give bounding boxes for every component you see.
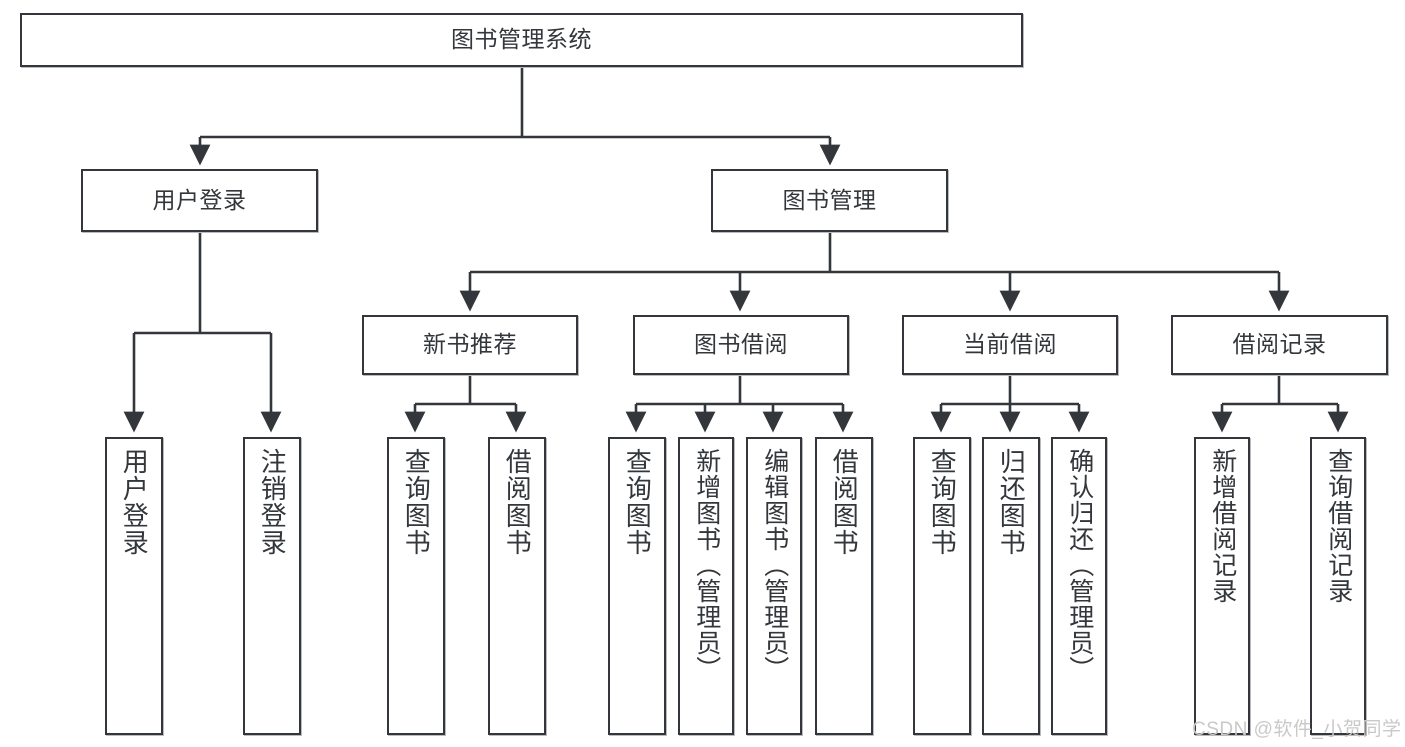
node-leaf-query-book-3-label: 查询图书 bbox=[927, 448, 958, 556]
node-leaf-confirm-return[interactable]: 确认归还（管理员） bbox=[1051, 437, 1107, 735]
node-user-login[interactable]: 用户登录 bbox=[81, 169, 318, 232]
node-leaf-borrow-book-2-label: 借阅图书 bbox=[829, 448, 860, 556]
node-new-book-rec-label: 新书推荐 bbox=[423, 331, 517, 358]
node-book-borrow-label: 图书借阅 bbox=[694, 331, 788, 358]
node-leaf-user-login-label: 用户登录 bbox=[119, 448, 150, 556]
node-current-borrow[interactable]: 当前借阅 bbox=[902, 315, 1118, 375]
node-root[interactable]: 图书管理系统 bbox=[20, 13, 1023, 67]
watermark-text: CSDN @软件_小贺同学 bbox=[1192, 719, 1402, 740]
node-leaf-query-book-2[interactable]: 查询图书 bbox=[608, 437, 666, 735]
node-leaf-borrow-book-1-label: 借阅图书 bbox=[502, 448, 533, 556]
node-leaf-edit-book[interactable]: 编辑图书（管理员） bbox=[746, 437, 802, 735]
node-leaf-logout[interactable]: 注销登录 bbox=[243, 437, 301, 735]
node-borrow-record[interactable]: 借阅记录 bbox=[1171, 315, 1388, 375]
node-user-login-label: 用户登录 bbox=[152, 186, 247, 213]
node-leaf-add-book-label: 新增图书（管理员） bbox=[692, 448, 721, 682]
node-borrow-record-label: 借阅记录 bbox=[1232, 331, 1327, 358]
node-leaf-query-book-1-label: 查询图书 bbox=[401, 448, 432, 556]
node-leaf-add-record-label: 新增借阅记录 bbox=[1208, 448, 1237, 604]
node-leaf-query-record-label: 查询借阅记录 bbox=[1324, 448, 1353, 604]
node-book-manage-label: 图书管理 bbox=[782, 186, 877, 213]
node-book-manage[interactable]: 图书管理 bbox=[711, 169, 948, 232]
node-leaf-add-book[interactable]: 新增图书（管理员） bbox=[678, 437, 734, 735]
node-book-borrow[interactable]: 图书借阅 bbox=[633, 315, 849, 375]
node-leaf-logout-label: 注销登录 bbox=[257, 448, 288, 556]
node-new-book-rec[interactable]: 新书推荐 bbox=[362, 315, 578, 375]
node-root-label: 图书管理系统 bbox=[451, 26, 592, 53]
node-leaf-borrow-book-2[interactable]: 借阅图书 bbox=[815, 437, 873, 735]
node-leaf-return-book-label: 归还图书 bbox=[996, 448, 1027, 556]
node-leaf-query-record[interactable]: 查询借阅记录 bbox=[1310, 437, 1366, 735]
node-leaf-return-book[interactable]: 归还图书 bbox=[982, 437, 1040, 735]
node-leaf-query-book-2-label: 查询图书 bbox=[622, 448, 653, 556]
node-leaf-edit-book-label: 编辑图书（管理员） bbox=[760, 448, 789, 682]
node-leaf-confirm-return-label: 确认归还（管理员） bbox=[1065, 448, 1094, 682]
node-leaf-borrow-book-1[interactable]: 借阅图书 bbox=[488, 437, 546, 735]
node-current-borrow-label: 当前借阅 bbox=[963, 331, 1057, 358]
node-leaf-add-record[interactable]: 新增借阅记录 bbox=[1194, 437, 1250, 735]
node-leaf-query-book-3[interactable]: 查询图书 bbox=[913, 437, 971, 735]
node-leaf-query-book-1[interactable]: 查询图书 bbox=[387, 437, 445, 735]
node-leaf-user-login[interactable]: 用户登录 bbox=[105, 437, 163, 735]
